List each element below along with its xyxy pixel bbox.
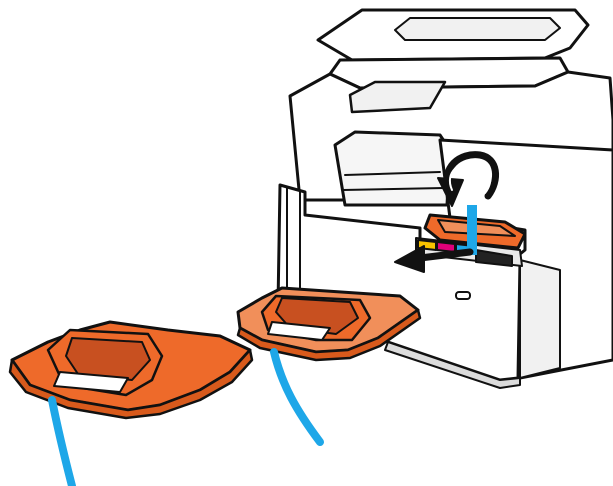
- printer: [276, 8, 613, 389]
- ribbon-back: [270, 348, 324, 446]
- ink-black: [475, 249, 513, 267]
- printer-output-slot: [333, 130, 452, 207]
- printer-feeder-tray: [394, 17, 561, 41]
- ribbon-front: [48, 396, 76, 486]
- ink-magenta: [436, 241, 456, 253]
- cartridge-back: [236, 286, 422, 362]
- cartridge-front: [8, 320, 254, 420]
- printer-scanner-base: [328, 56, 570, 90]
- door-handle: [455, 291, 471, 300]
- printer-base: [384, 341, 521, 389]
- cartridge-back-label: [267, 321, 331, 341]
- cartridge-in-bay: [423, 205, 527, 255]
- cartridge-front-label: [53, 371, 129, 393]
- blue-tab-icon: [467, 205, 477, 255]
- control-panel-screen: [348, 80, 447, 114]
- pull-out-arrow-icon: [394, 245, 474, 273]
- rotate-arrow-icon: [437, 151, 499, 207]
